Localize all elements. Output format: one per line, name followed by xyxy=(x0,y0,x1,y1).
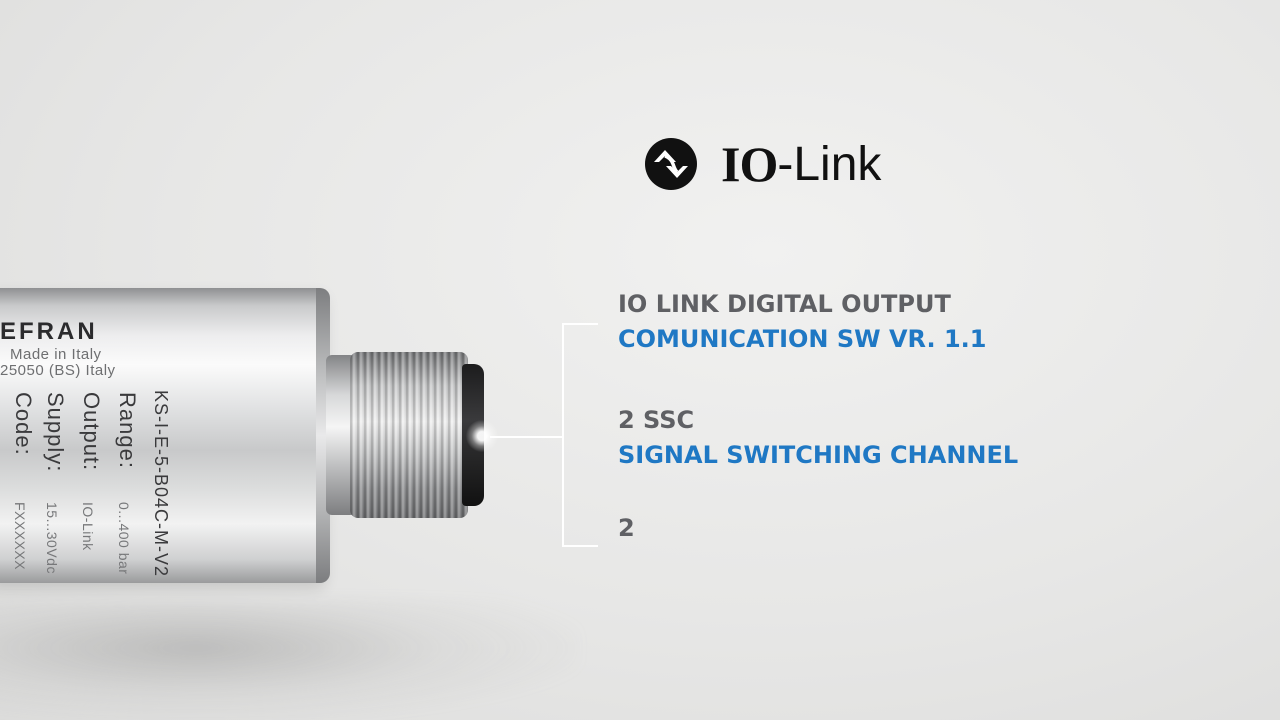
logo-io-text: IO xyxy=(721,136,778,192)
sensor-brand: EFRAN xyxy=(0,318,98,345)
sensor-code-value: FXXXXXX xyxy=(12,502,28,571)
spec-2-detail: SIGNAL SWITCHING CHANNEL xyxy=(618,441,1019,469)
sensor-supply-value: 15...30Vdc xyxy=(44,502,60,574)
sensor-range-label: Range: xyxy=(115,392,140,469)
callout-dot xyxy=(466,420,498,452)
callout-bracket xyxy=(562,323,598,547)
sensor-made-in: Made in Italy xyxy=(10,346,102,363)
io-link-arrows-icon xyxy=(645,138,697,190)
spec-3-title: 2 xyxy=(618,514,635,542)
sensor-code-label: Code: xyxy=(11,392,36,456)
sensor-supply-label: Supply: xyxy=(43,392,68,473)
spec-2-title: 2 SSC xyxy=(618,406,695,434)
sensor-range-value: 0...400 bar xyxy=(116,502,132,575)
connector-thread xyxy=(350,352,468,518)
floor-shadow xyxy=(0,600,580,720)
sensor-model-label: KS-I-E-5-B04C-M-V2 xyxy=(151,390,171,578)
sensor-body xyxy=(0,288,326,583)
spec-1-title: IO LINK DIGITAL OUTPUT xyxy=(618,290,951,318)
sensor-output-value: IO-Link xyxy=(80,502,96,551)
sensor-address: 25050 (BS) Italy xyxy=(0,362,116,379)
sensor-output-label: Output: xyxy=(79,392,104,472)
io-link-logo: IO -Link xyxy=(645,136,882,192)
logo-link-text: -Link xyxy=(777,137,882,191)
spec-1-detail: COMUNICATION SW VR. 1.1 xyxy=(618,325,987,353)
callout-line xyxy=(490,436,564,438)
